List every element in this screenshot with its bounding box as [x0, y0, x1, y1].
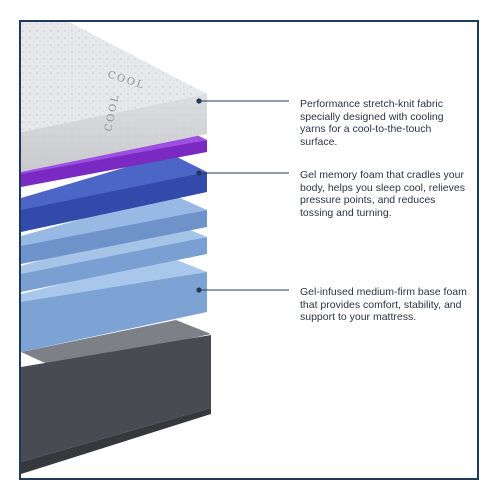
- gel-memory-foam-side: [21, 172, 207, 232]
- cover-top-texture: [21, 22, 207, 132]
- light-foam-1-side: [21, 210, 207, 264]
- leader-dot-gel-memory-foam: [196, 170, 202, 176]
- foundation-layer: [21, 320, 211, 474]
- purple-layer-side: [21, 140, 207, 187]
- leader-dot-cover: [196, 98, 202, 104]
- leader-line-gel-memory-foam: [196, 170, 289, 176]
- foundation-top: [21, 320, 211, 368]
- leader-line-base-foam: [196, 287, 289, 293]
- base-foam-top: [21, 257, 207, 302]
- callout-gel-memory-foam: Gel memory foam that cradles your body, …: [300, 169, 465, 219]
- mattress-layers-illustration: COOL COOL: [21, 22, 289, 474]
- light-foam-2-side: [21, 237, 207, 292]
- light-foam-1-top: [21, 194, 207, 246]
- foundation-front: [21, 335, 211, 462]
- gel-memory-foam-layer: [21, 154, 207, 232]
- foundation-shadow: [21, 408, 211, 474]
- gel-memory-foam-top: [21, 154, 207, 210]
- cover-layer: COOL COOL: [21, 22, 207, 172]
- base-foam-side: [21, 272, 207, 352]
- callout-base-foam: Gel-infused medium-firm base foam that p…: [300, 286, 467, 323]
- callout-cover-fabric: Performance stretch-knit fabric speciall…: [300, 98, 444, 148]
- base-foam-layer: [21, 257, 207, 352]
- cover-side-texture: [21, 94, 207, 172]
- diagram-frame: COOL COOL Performance stretch-knit fabri…: [19, 20, 479, 480]
- light-foam-layer-1: [21, 194, 207, 264]
- leader-dot-base-foam: [196, 287, 202, 293]
- leader-line-cover: [196, 98, 289, 104]
